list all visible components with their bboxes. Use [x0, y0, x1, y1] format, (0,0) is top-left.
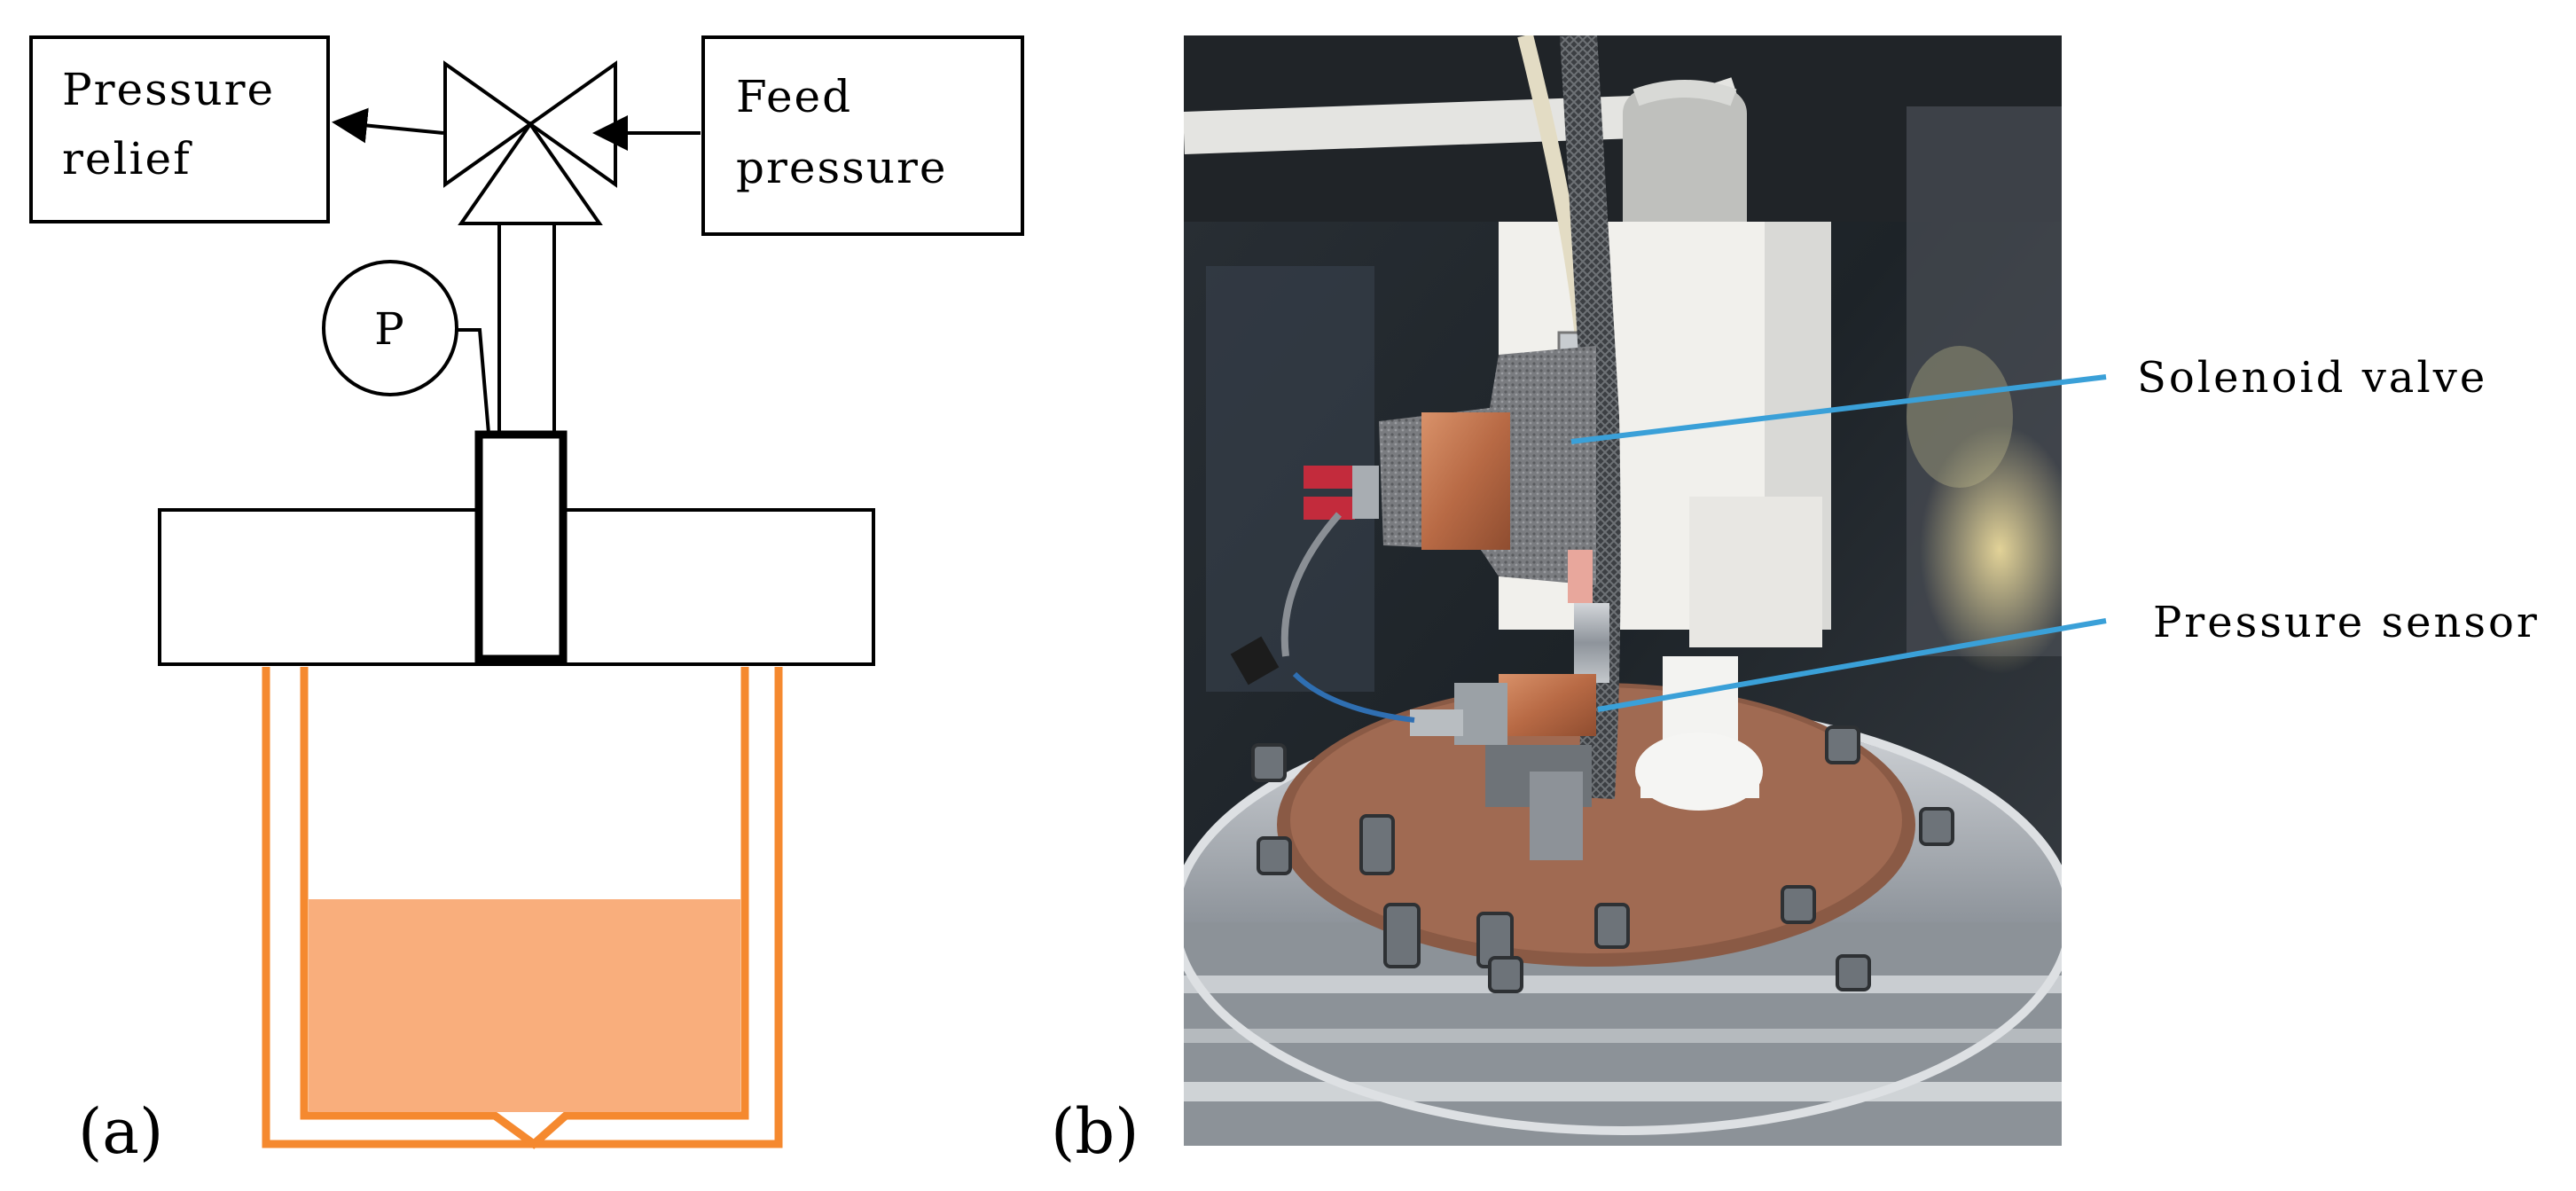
- dewar-vessel: [262, 667, 783, 1149]
- feed-pressure-box: [701, 35, 1024, 236]
- feed-pressure-label-line2: pressure: [736, 142, 948, 193]
- solenoid-callout-line: [1570, 374, 2107, 444]
- pressure-relief-label-line2: relief: [62, 133, 192, 184]
- schematic-panel: Pressure relief Feed pressure P: [29, 35, 1024, 1168]
- photo-panel: Solenoid valve Pressure sensor (b): [1051, 35, 2540, 1168]
- dewar-inner-wall: [300, 667, 749, 1149]
- pressure-gauge-symbol: P: [374, 303, 406, 355]
- solenoid-valve-label: Solenoid valve: [2137, 353, 2487, 403]
- panel-a-label: (a): [78, 1095, 163, 1168]
- panel-b-label: (b): [1051, 1095, 1139, 1168]
- pressure-sensor-label: Pressure sensor: [2153, 598, 2540, 647]
- liquid-level: [309, 899, 740, 1112]
- sensor-callout-line: [1597, 618, 2107, 712]
- relief-flow-arrow: [332, 107, 444, 144]
- gauge-connection-line: [457, 328, 491, 444]
- three-way-valve-icon: [443, 60, 617, 225]
- apparatus-photo: [1184, 35, 2062, 1146]
- feedthrough-block: [474, 430, 568, 663]
- pressure-relief-label-line1: Pressure: [62, 64, 275, 115]
- pressure-relief-box: [29, 35, 330, 223]
- dewar-outer-wall: [262, 667, 783, 1148]
- feed-pressure-label-line1: Feed: [736, 71, 852, 122]
